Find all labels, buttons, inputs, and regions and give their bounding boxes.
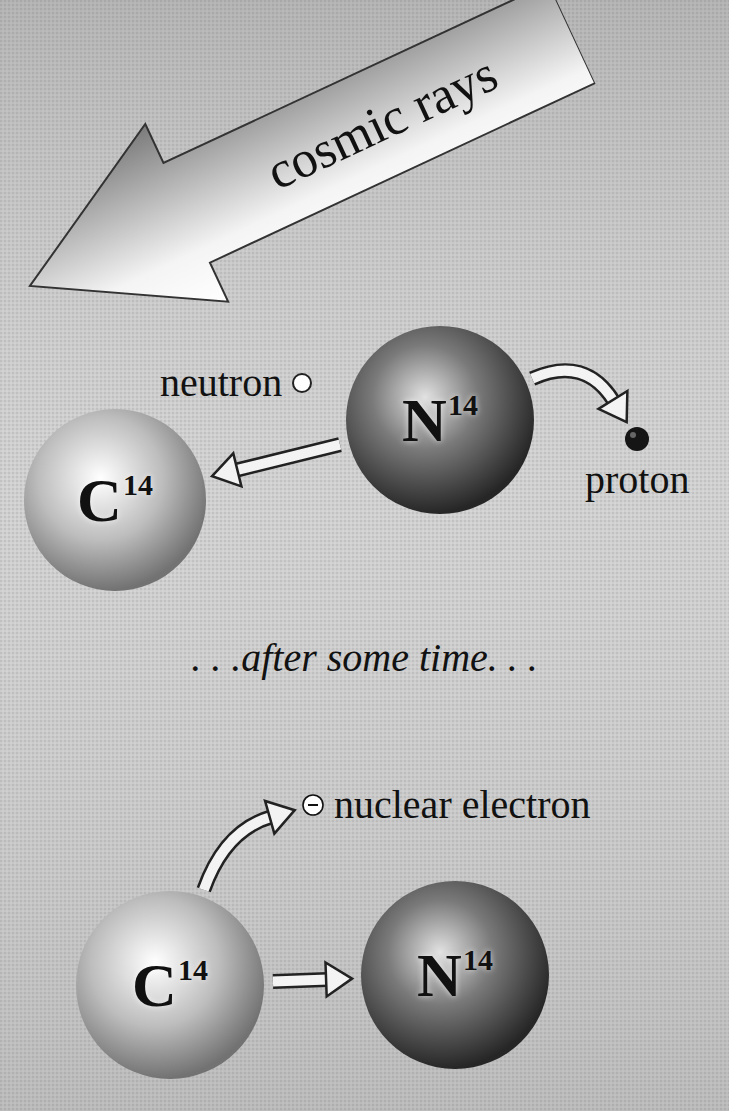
isotope-symbol: N14 <box>417 940 493 1011</box>
transmutation-arrow <box>212 445 340 487</box>
nucleus-circle: N14 <box>345 325 535 515</box>
particle-name: proton <box>585 457 689 503</box>
arrow-text-box: cosmic rays <box>168 0 595 261</box>
neutron-circle <box>290 371 314 395</box>
proton-dot <box>623 425 651 453</box>
transmutation-arrow <box>273 963 352 997</box>
isotope-symbol: C14 <box>77 465 153 536</box>
nucleus-circle: C14 <box>23 408 207 592</box>
isotope-symbol: N14 <box>402 385 478 456</box>
particle-marker: proton <box>585 425 689 503</box>
time-note: . . .after some time. . . <box>0 634 729 681</box>
particle-marker: neutron <box>160 360 314 406</box>
cosmic-ray-arrow: cosmic rays <box>0 0 614 377</box>
arrow-label: cosmic rays <box>257 43 506 201</box>
transmutation-arrow <box>532 371 627 422</box>
electron-symbol <box>300 792 326 818</box>
isotope-symbol: C14 <box>132 950 208 1021</box>
particle-marker: nuclear electron <box>300 782 591 828</box>
nucleus-circle: C14 <box>75 890 265 1080</box>
transmutation-arrow <box>204 801 295 890</box>
nucleus-circle: N14 <box>360 880 550 1070</box>
particle-name: neutron <box>160 360 282 406</box>
particle-name: nuclear electron <box>334 782 591 828</box>
